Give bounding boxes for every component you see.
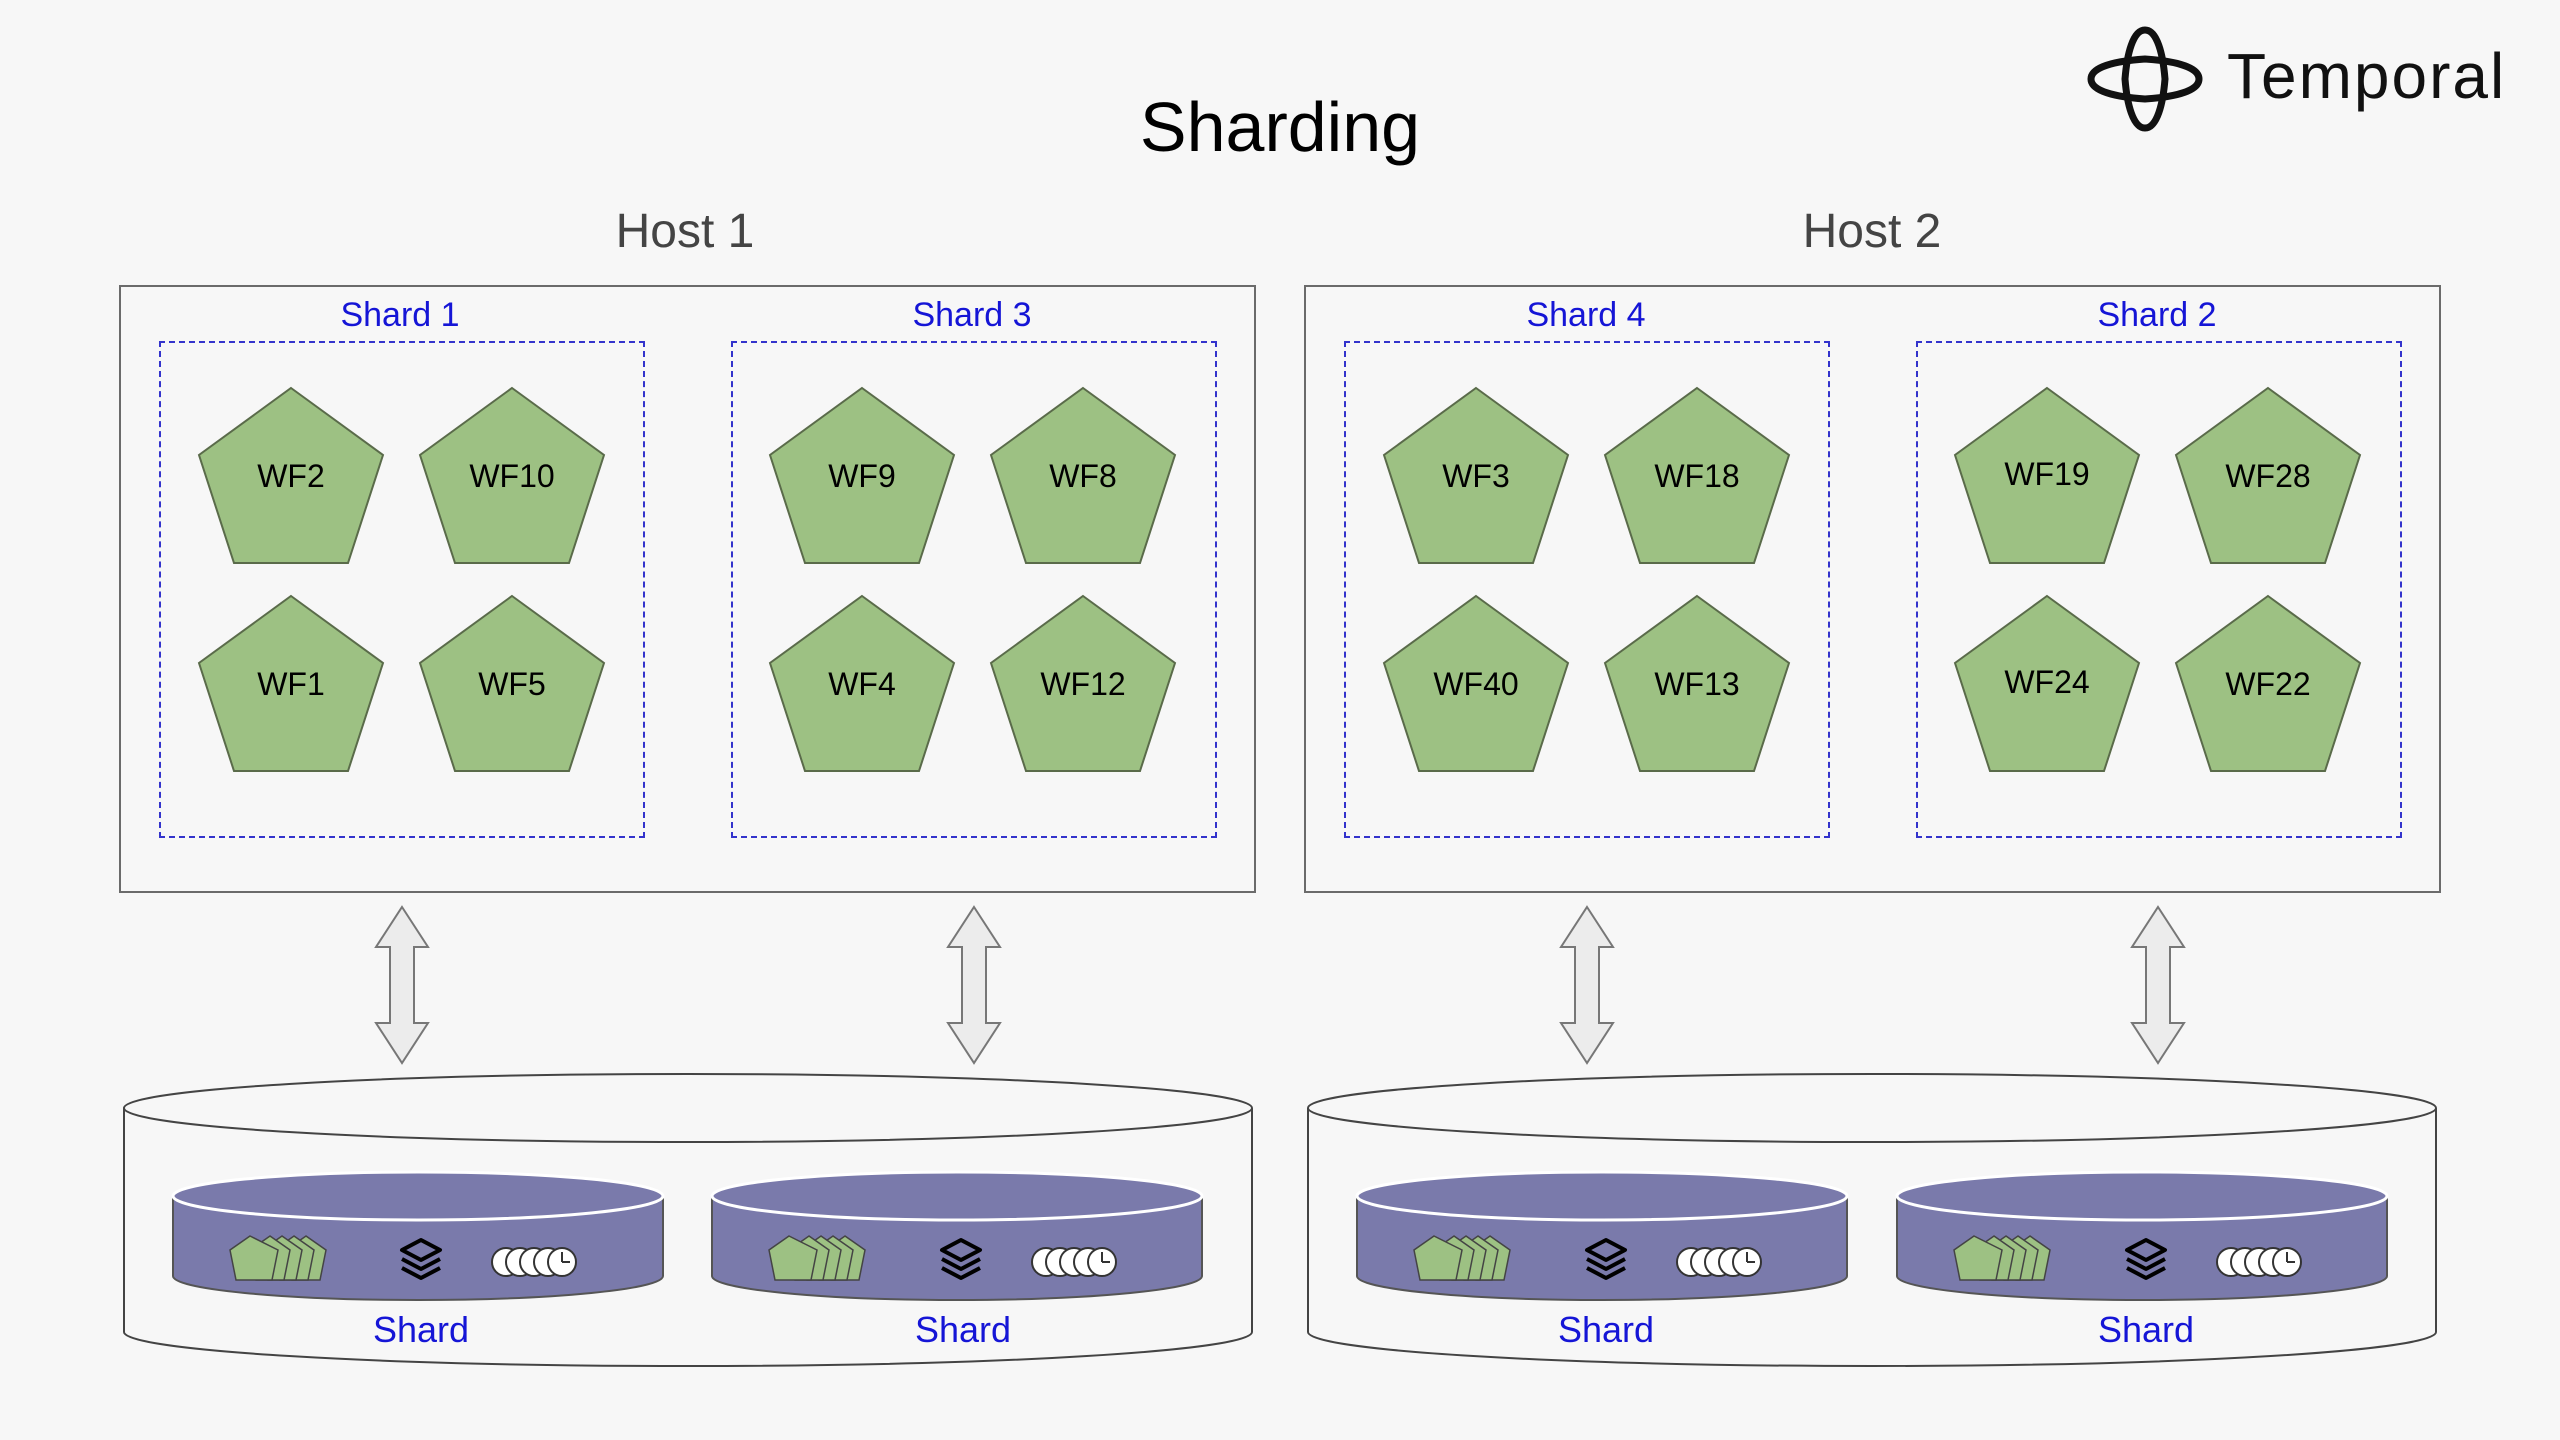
workflow-pentagon: [989, 386, 1177, 564]
temporal-logo: Temporal: [2085, 22, 2545, 132]
double-arrow-icon: [374, 905, 430, 1065]
host-2-shard-a-label: Shard 4: [1526, 296, 1646, 334]
host-2-shard-a-box: [1344, 341, 1830, 838]
workflow-pentagon: [418, 386, 606, 564]
workflow-pentagon: [1382, 594, 1570, 772]
workflow-label: WF24: [2004, 664, 2090, 700]
workflow-label: WF3: [1442, 458, 1510, 494]
temporal-logo-icon: [2087, 26, 2203, 132]
workflow-pentagon: [2174, 594, 2362, 772]
workflow-pentagon: [768, 594, 956, 772]
workflow-pentagon: [1953, 386, 2141, 564]
db-shard-label: Shard: [372, 1309, 470, 1350]
workflow-pentagon: [197, 594, 385, 772]
workflow-label: WF1: [257, 666, 325, 702]
timers-icon: [1031, 1247, 1117, 1277]
double-arrow-icon: [1559, 905, 1615, 1065]
workflow-label: WF13: [1654, 666, 1740, 702]
workflow-stack-icon: [229, 1235, 327, 1281]
db-shard-label: Shard: [914, 1309, 1012, 1350]
host-1-shard-b-box: [731, 341, 1217, 838]
workflow-stack-icon: [1953, 1235, 2051, 1281]
layers-icon: [940, 1238, 982, 1280]
host-2-box: [1304, 285, 2441, 893]
timers-icon: [2216, 1247, 2302, 1277]
host-2-shard-b-box: [1916, 341, 2402, 838]
db-shard-label: Shard: [1557, 1309, 1655, 1350]
timers-icon: [491, 1247, 577, 1277]
workflow-label: WF5: [478, 666, 546, 702]
workflow-label: WF18: [1654, 458, 1740, 494]
workflow-label: WF8: [1049, 458, 1117, 494]
workflow-stack-icon: [1413, 1235, 1511, 1281]
workflow-pentagon: [197, 386, 385, 564]
db-shard-label: Shard: [2097, 1309, 2195, 1350]
workflow-label: WF28: [2225, 458, 2311, 494]
workflow-label: WF40: [1433, 666, 1519, 702]
workflow-label: WF4: [828, 666, 896, 702]
host-1-box: [119, 285, 1256, 893]
host-1-shard-a-box: [159, 341, 645, 838]
timers-icon: [1676, 1247, 1762, 1277]
workflow-pentagon: [1603, 594, 1791, 772]
workflow-label: WF2: [257, 458, 325, 494]
workflow-pentagon: [989, 594, 1177, 772]
workflow-label: WF10: [469, 458, 555, 494]
layers-icon: [400, 1238, 442, 1280]
workflow-pentagon: [1603, 386, 1791, 564]
workflow-pentagon: [768, 386, 956, 564]
layers-icon: [1585, 1238, 1627, 1280]
workflow-pentagon: [2174, 386, 2362, 564]
workflow-label: WF12: [1040, 666, 1126, 702]
workflow-pentagon: [1953, 594, 2141, 772]
host-1-shard-b-label: Shard 3: [912, 296, 1032, 334]
workflow-pentagon: [418, 594, 606, 772]
double-arrow-icon: [946, 905, 1002, 1065]
workflow-pentagon: [1382, 386, 1570, 564]
host-2-label: Host 2: [1802, 205, 1942, 258]
layers-icon: [2125, 1238, 2167, 1280]
workflow-label: WF22: [2225, 666, 2311, 702]
workflow-label: WF19: [2004, 456, 2090, 492]
host-1-label: Host 1: [615, 205, 755, 258]
host-2-shard-b-label: Shard 2: [2097, 296, 2217, 334]
double-arrow-icon: [2130, 905, 2186, 1065]
workflow-label: WF9: [828, 458, 896, 494]
host-1-shard-a-label: Shard 1: [340, 296, 460, 334]
workflow-stack-icon: [768, 1235, 866, 1281]
logo-text: Temporal: [2227, 40, 2507, 112]
page-title: Sharding: [1139, 88, 1421, 166]
